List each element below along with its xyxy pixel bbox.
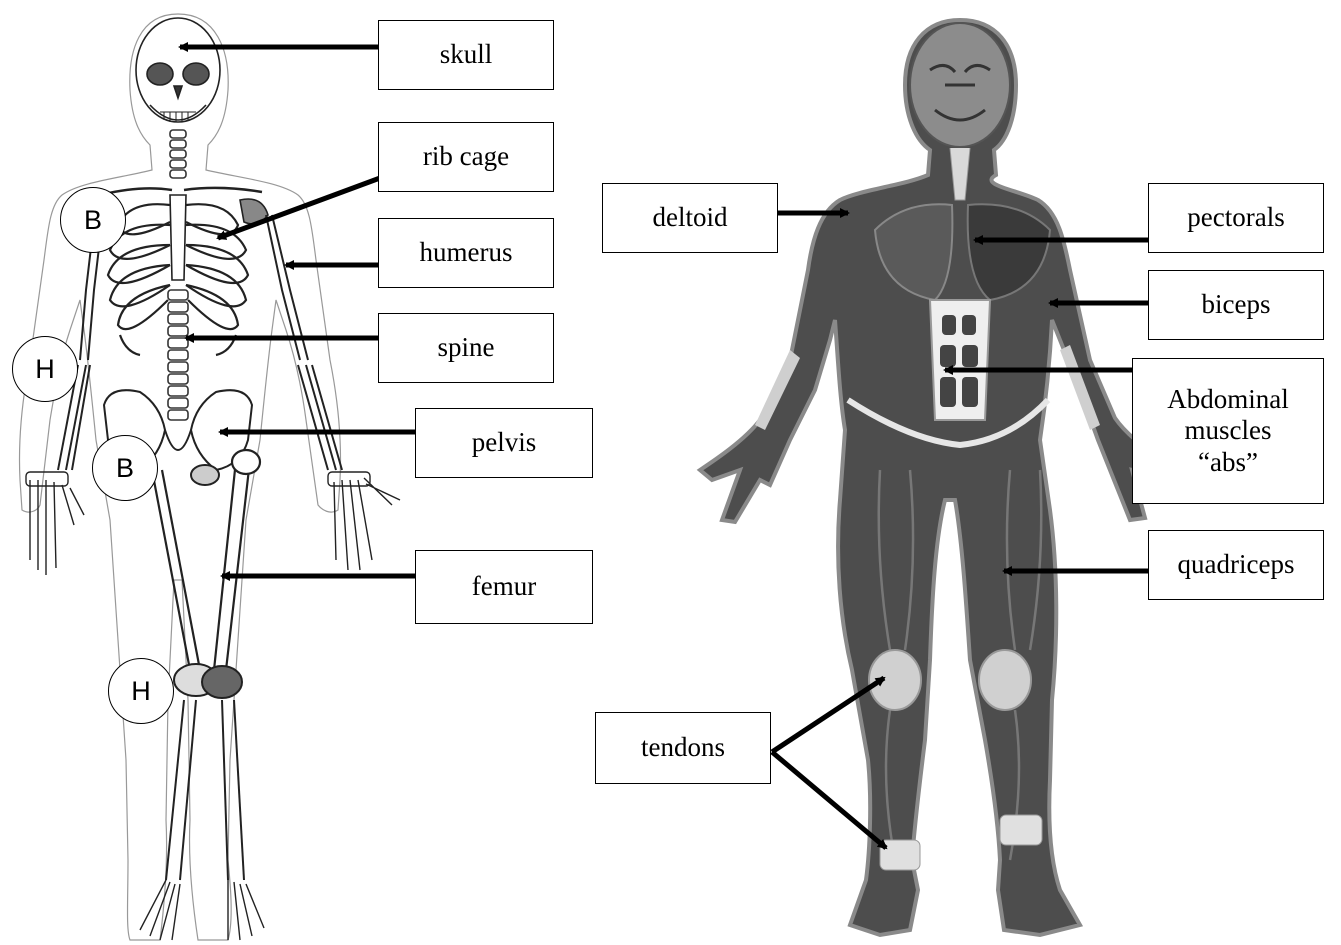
feet bbox=[140, 880, 264, 940]
right-ankle-tendon bbox=[1000, 815, 1042, 845]
marker-h-knee-text: H bbox=[131, 676, 151, 707]
label-deltoid: deltoid bbox=[602, 183, 778, 253]
label-rib-cage-text: rib cage bbox=[423, 141, 509, 172]
right-knee-tendon bbox=[979, 650, 1031, 710]
label-femur: femur bbox=[415, 550, 593, 624]
left-hand bbox=[26, 472, 84, 575]
label-skull-text: skull bbox=[440, 39, 493, 70]
knee-joints bbox=[174, 664, 242, 698]
sternum bbox=[170, 195, 186, 280]
label-humerus: humerus bbox=[378, 218, 554, 288]
label-femur-text: femur bbox=[472, 571, 536, 602]
label-abs-line3: “abs” bbox=[1167, 447, 1289, 478]
left-ankle-tendon bbox=[880, 840, 920, 870]
label-quadriceps-text: quadriceps bbox=[1178, 549, 1295, 580]
label-abs-line1: Abdominal bbox=[1167, 384, 1289, 415]
label-spine: spine bbox=[378, 313, 554, 383]
skeleton-figure bbox=[19, 14, 400, 940]
muscle-figure bbox=[700, 20, 1172, 935]
muscle-body bbox=[700, 20, 1172, 935]
marker-b-shoulder-text: B bbox=[84, 205, 102, 236]
label-quadriceps: quadriceps bbox=[1148, 530, 1324, 600]
label-pelvis: pelvis bbox=[415, 408, 593, 478]
label-humerus-text: humerus bbox=[420, 237, 513, 268]
label-spine-text: spine bbox=[438, 332, 495, 363]
label-biceps: biceps bbox=[1148, 270, 1324, 340]
clavicles bbox=[100, 188, 262, 195]
label-pelvis-text: pelvis bbox=[472, 427, 537, 458]
right-eye-socket bbox=[183, 63, 209, 85]
label-skull: skull bbox=[378, 20, 554, 90]
label-tendons-text: tendons bbox=[641, 732, 725, 763]
abdominal-area bbox=[930, 300, 990, 420]
left-eye-socket bbox=[147, 63, 173, 85]
right-hand bbox=[328, 472, 400, 570]
label-tendons: tendons bbox=[595, 712, 771, 784]
marker-b-shoulder: B bbox=[60, 187, 126, 253]
marker-h-elbow: H bbox=[12, 336, 78, 402]
marker-h-knee: H bbox=[108, 658, 174, 724]
label-biceps-text: biceps bbox=[1202, 289, 1271, 320]
label-rib-cage: rib cage bbox=[378, 122, 554, 192]
marker-b-hip-text: B bbox=[116, 453, 134, 484]
label-abdominal-muscles: Abdominal muscles “abs” bbox=[1132, 358, 1324, 504]
label-deltoid-text: deltoid bbox=[653, 202, 728, 233]
marker-h-elbow-text: H bbox=[35, 354, 55, 385]
marker-b-hip: B bbox=[92, 435, 158, 501]
label-pectorals: pectorals bbox=[1148, 183, 1324, 253]
label-pectorals-text: pectorals bbox=[1187, 202, 1284, 233]
label-abs-line2: muscles bbox=[1167, 415, 1289, 446]
